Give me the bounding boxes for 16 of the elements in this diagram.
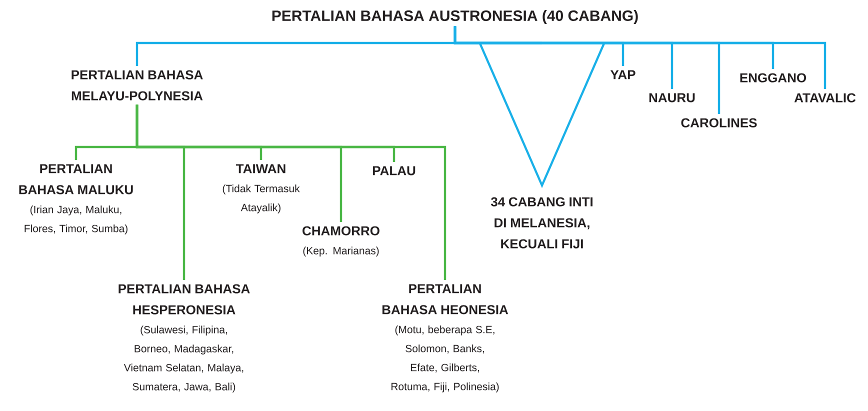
branch-label: CAROLINES [681, 118, 757, 128]
branch-label: ATAVALIC [794, 93, 856, 102]
branch-label: NAURU [649, 93, 695, 102]
branch-label: CHAMORRO (Kep. Marianas) [302, 226, 380, 256]
branch-label: PERTALIAN BAHASA HEONESIA (Motu, beberapa S.E, Solomon, Banks, Efate, Gilberts, Rotuma, Fiji, Polinesia) [382, 284, 508, 392]
branch-label: PERTALIAN BAHASA MALUKU (Irian Jaya, Maluku, Flores, Timor, Sumba) [19, 164, 133, 234]
branch-label: TAIWAN (Tidak Termasuk Atayalik) [222, 164, 300, 214]
branch-label: PERTALIAN BAHASA MELAYU-POLYNESIA [72, 70, 203, 100]
branch-label: YAP [610, 70, 636, 80]
tree-connector [136, 104, 446, 280]
root-label: PERTALIAN BAHASA AUSTRONESIA (40 CABANG) [272, 10, 638, 24]
branch-label: PERTALIAN BAHASA HESPERONESIA (Sulawesi, Filipina, Borneo, Madagaskar, Vietnam Selatan, Malaya, Sumatera, Jawa, Bali) [118, 284, 250, 392]
tree-connector [454, 26, 826, 89]
branch-label: PALAU [372, 166, 416, 176]
branch-label: ENGGANO [740, 73, 806, 82]
branch-label: 34 CABANG INTI DI MELANESIA, KECUALI FIJI [490, 197, 592, 248]
